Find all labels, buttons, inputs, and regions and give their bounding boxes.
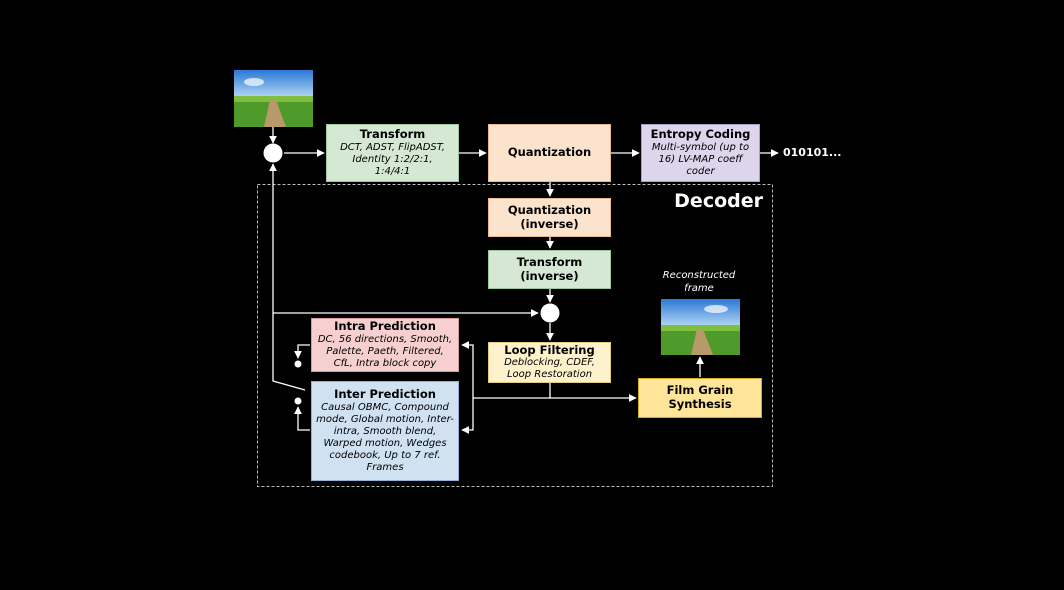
quantization-title: Quantization [507, 145, 592, 160]
line-feedback-inter [461, 398, 474, 434]
quantization-box: Quantization [488, 124, 611, 182]
line-loop-to-film [549, 383, 637, 402]
entropy-coding-box: Entropy Coding Multi-symbol (up to 16) L… [641, 124, 760, 182]
quantization-inverse-box: Quantization (inverse) [488, 198, 611, 237]
quantinv-title: Quantization (inverse) [507, 202, 592, 231]
decoder-title: Decoder [674, 190, 763, 212]
inter-prediction-box: Inter Prediction Causal OBMC, Compound m… [311, 381, 459, 481]
transform-inverse-box: Transform (inverse) [488, 250, 611, 289]
film-grain-box: Film Grain Synthesis [638, 378, 762, 418]
switch-dot-intra [294, 360, 302, 368]
loop-title: Loop Filtering [504, 342, 595, 357]
transinv-title: Transform (inverse) [516, 254, 583, 283]
loop-filtering-box: Loop Filtering Deblocking, CDEF, Loop Re… [488, 342, 611, 383]
sum-node-encoder [263, 143, 283, 163]
intra-title: Intra Prediction [334, 319, 436, 334]
line-pred-feedback [269, 163, 306, 391]
line-feedback-intra [461, 341, 474, 398]
reconstructed-frame-label: Reconstructed frame [662, 270, 736, 294]
transform-sub: DCT, ADST, FlipADST, Identity 1:2/2:1, 1… [340, 141, 445, 177]
transform-box: Transform DCT, ADST, FlipADST, Identity … [326, 124, 459, 182]
intra-sub: DC, 56 directions, Smooth, Palette, Paet… [317, 333, 453, 369]
decoder-region [257, 184, 773, 487]
entropy-sub: Multi-symbol (up to 16) LV-MAP coeff cod… [651, 141, 750, 177]
loop-sub: Deblocking, CDEF, Loop Restoration [504, 357, 595, 381]
inter-sub: Causal OBMC, Compound mode, Global motio… [316, 401, 454, 473]
input-frame-image [234, 70, 313, 127]
transform-title: Transform [359, 127, 426, 142]
sum-node-decoder [540, 303, 560, 323]
line-inter-contact [294, 406, 310, 431]
line-intra-contact [294, 344, 310, 359]
intra-prediction-box: Intra Prediction DC, 56 directions, Smoo… [311, 318, 459, 372]
output-bitstream: 010101... [783, 146, 842, 159]
film-title: Film Grain Synthesis [666, 383, 734, 411]
reconstructed-frame-image [661, 299, 740, 355]
switch-dot-inter [294, 397, 302, 405]
inter-title: Inter Prediction [334, 387, 436, 402]
entropy-title: Entropy Coding [650, 127, 751, 142]
